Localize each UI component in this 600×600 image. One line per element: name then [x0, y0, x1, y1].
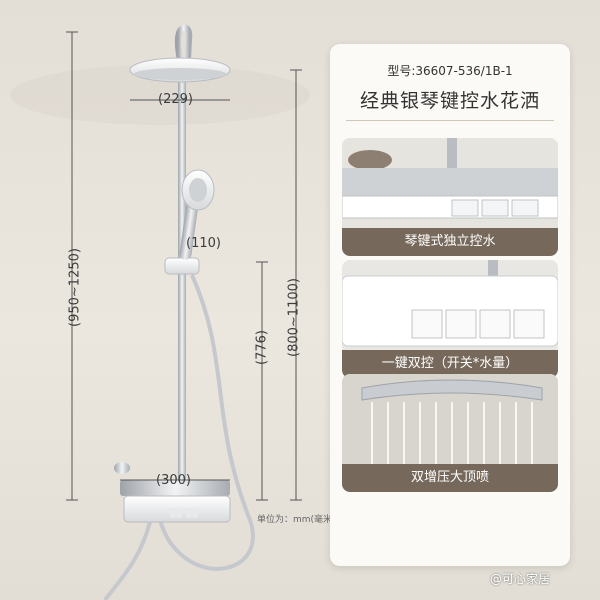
dim-top-width: (229) [158, 92, 193, 107]
model-number: 型号:36607-536/1B-1 [387, 64, 513, 78]
feature-card-2: 一键双控（开关*水量） [342, 260, 558, 378]
feature-caption-3: 双增压大顶喷 [342, 464, 558, 492]
buttons-closeup-image [342, 260, 558, 350]
divider [346, 120, 554, 121]
dim-valve-width: (300) [156, 473, 191, 488]
dim-bar-height: (776) [254, 330, 270, 365]
product-title: 经典银琴键控水花洒 [359, 90, 540, 112]
valve-closeup-image [342, 138, 558, 228]
feature-card-3: 双增压大顶喷 [342, 374, 558, 492]
handheld-shower [179, 169, 215, 260]
dim-hand-offset: (110) [186, 236, 221, 251]
valve-top [120, 480, 230, 496]
gooseneck-arm [174, 24, 193, 61]
feature-caption-2: 一键双控（开关*水量） [342, 350, 558, 378]
shower-illustration [10, 24, 310, 600]
shower-hose [158, 274, 255, 571]
feature-caption-1: 琴键式独立控水 [342, 228, 558, 256]
feature-card-1: 琴键式独立控水 [342, 138, 558, 256]
feature-panel: 型号:36607-536/1B-1 经典银琴键控水花洒 琴键式独立控水 [330, 44, 570, 566]
slide-holder [164, 257, 200, 275]
watermark: @可心家居 [490, 572, 551, 586]
dim-total-height: (950~1250) [67, 248, 83, 327]
rain-head-closeup-image [342, 374, 558, 464]
dimension-lines [66, 31, 302, 501]
dim-slide-height: (800~1100) [286, 278, 302, 357]
unit-note: 单位为：mm(毫米) [257, 515, 336, 525]
